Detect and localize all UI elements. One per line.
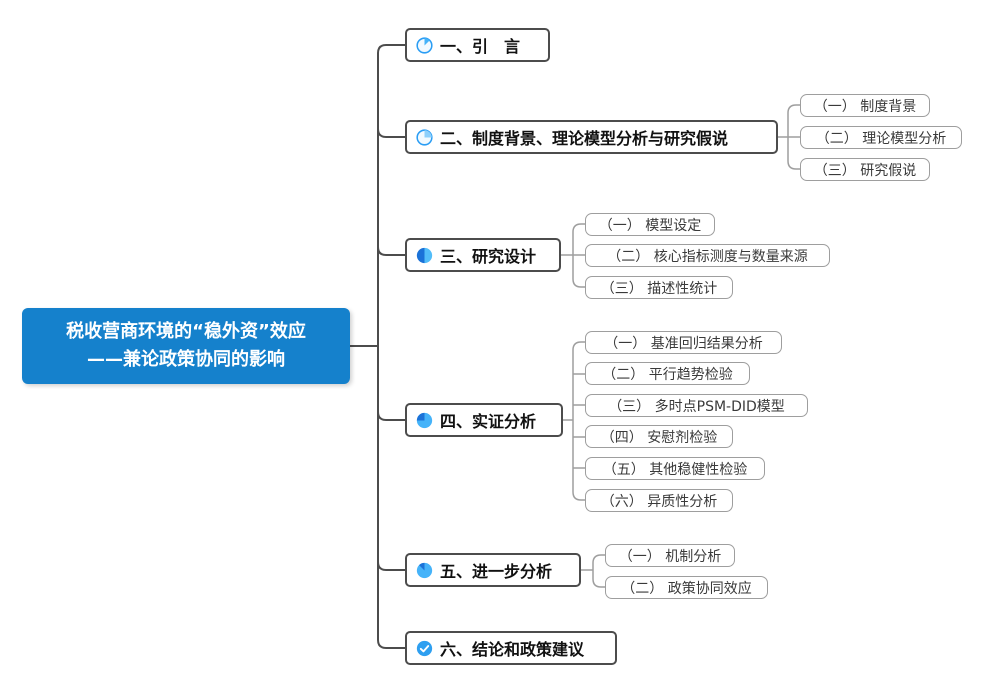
- subtopic-heterogeneity-analysis[interactable]: （六） 异质性分析: [585, 489, 733, 512]
- subtopic-theoretical-model[interactable]: （二） 理论模型分析: [800, 126, 962, 149]
- subtopic-descriptive-statistics[interactable]: （三） 描述性统计: [585, 276, 733, 299]
- progress-1-8-icon: [416, 36, 433, 54]
- subtopic-indicator-measurement[interactable]: （二） 核心指标测度与数量来源: [585, 244, 830, 267]
- topic-introduction[interactable]: 一、引 言: [405, 28, 550, 62]
- root-title-line1: 税收营商环境的“稳外资”效应: [66, 321, 306, 343]
- progress-7-8-icon: [416, 562, 433, 579]
- subtopic-psm-did-model[interactable]: （三） 多时点PSM-DID模型: [585, 394, 808, 417]
- topic-label: 五、进一步分析: [440, 562, 553, 581]
- subtopic-parallel-trend-test[interactable]: （二） 平行趋势检验: [585, 362, 750, 385]
- topic-label: 一、引 言: [440, 37, 521, 56]
- topic-conclusion-policy[interactable]: 六、结论和政策建议: [405, 631, 617, 665]
- topic-label: 四、实证分析: [440, 412, 537, 431]
- topic-background-theory[interactable]: 二、制度背景、理论模型分析与研究假说: [405, 120, 778, 154]
- subtopic-research-hypothesis[interactable]: （三） 研究假说: [800, 158, 930, 181]
- root-title-line2: ——兼论政策协同的影响: [87, 349, 285, 370]
- topic-empirical-analysis[interactable]: 四、实证分析: [405, 403, 563, 437]
- topic-label: 六、结论和政策建议: [440, 640, 585, 659]
- topic-label: 三、研究设计: [440, 247, 537, 266]
- progress-3-4-icon: [416, 412, 433, 429]
- subtopic-mechanism-analysis[interactable]: （一） 机制分析: [605, 544, 735, 567]
- topic-label: 二、制度背景、理论模型分析与研究假说: [440, 129, 729, 148]
- subtopic-robustness-test[interactable]: （五） 其他稳健性检验: [585, 457, 765, 480]
- task-done-icon: [416, 640, 433, 657]
- topic-research-design[interactable]: 三、研究设计: [405, 238, 561, 272]
- subtopic-model-setting[interactable]: （一） 模型设定: [585, 213, 715, 236]
- subtopic-institutional-background[interactable]: （一） 制度背景: [800, 94, 930, 117]
- subtopic-baseline-regression[interactable]: （一） 基准回归结果分析: [585, 331, 782, 354]
- topic-further-analysis[interactable]: 五、进一步分析: [405, 553, 581, 587]
- root-topic[interactable]: 税收营商环境的“稳外资”效应 ——兼论政策协同的影响: [22, 308, 350, 384]
- subtopic-placebo-test[interactable]: （四） 安慰剂检验: [585, 425, 733, 448]
- subtopic-policy-synergy-effect[interactable]: （二） 政策协同效应: [605, 576, 768, 599]
- progress-1-4-icon: [416, 128, 433, 146]
- progress-1-2-icon: [416, 247, 433, 264]
